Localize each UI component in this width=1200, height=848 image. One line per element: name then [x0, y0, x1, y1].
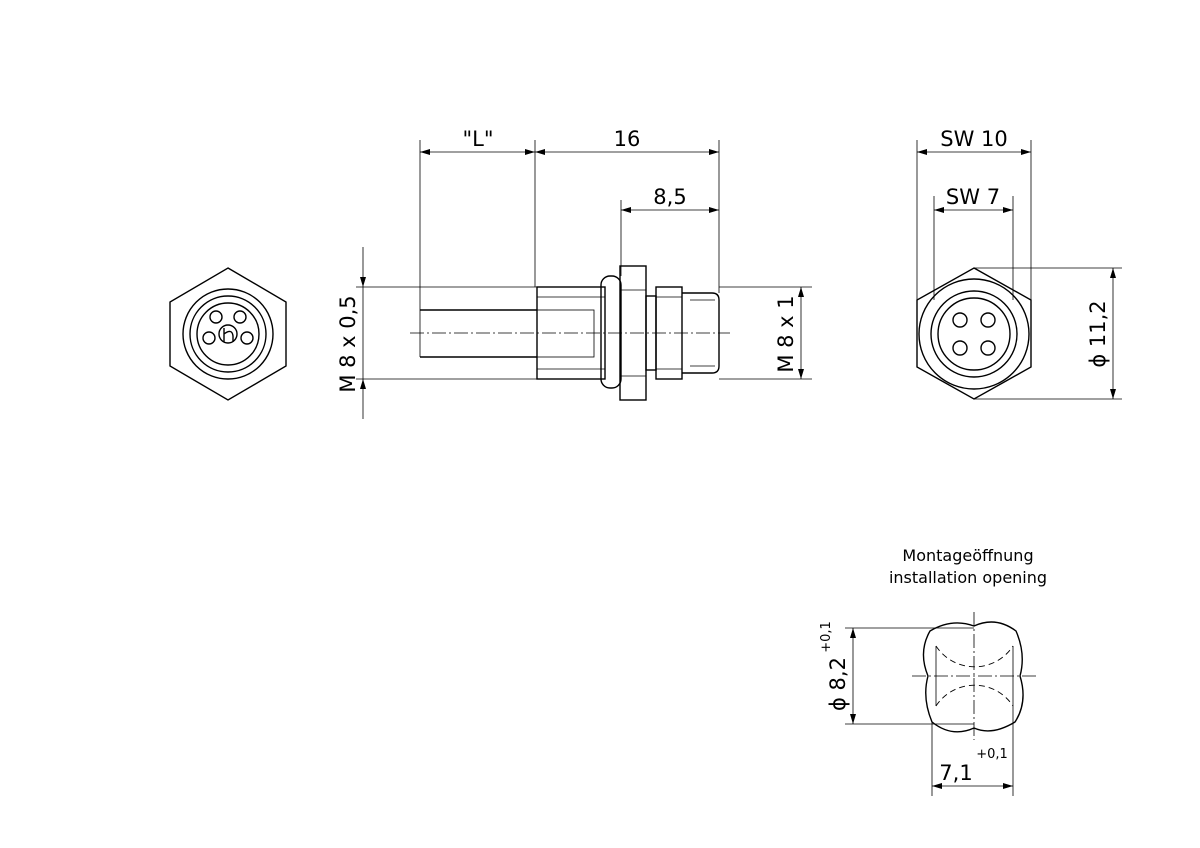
dimension-opening-flat: 7,1 +0,1: [932, 747, 1013, 789]
dimension-connector-thread: M 8 x 1: [774, 287, 804, 379]
label-opening-diameter: ϕ 8,2: [826, 657, 850, 711]
label-opening-flat: 7,1: [939, 761, 972, 785]
dimension-wrench-small: SW 7: [934, 185, 1013, 213]
opening-extension-lines: [845, 627, 1014, 796]
label-thread-length: 8,5: [653, 185, 686, 209]
dimension-opening-diameter: ϕ 8,2 +0,1: [819, 621, 856, 724]
side-view-connector: [410, 265, 730, 401]
label-length-L: "L": [462, 127, 493, 151]
dimension-body-length: 16: [535, 127, 719, 155]
label-body-length: 16: [614, 127, 641, 151]
dimension-length-L: "L": [420, 127, 535, 155]
note-opening-en: installation opening: [889, 568, 1047, 587]
dimension-panel-thread: M 8 x 0,5: [336, 247, 366, 419]
label-opening-diameter-tol: +0,1: [819, 621, 834, 653]
dimension-diameter-flange: ϕ 11,2: [1086, 268, 1116, 399]
front-view-socket: [169, 267, 287, 401]
label-opening-flat-tol: +0,1: [976, 747, 1008, 762]
dimension-wrench-large: SW 10: [917, 127, 1031, 155]
rear-view-extension-lines: [916, 140, 1122, 400]
label-connector-thread: M 8 x 1: [774, 295, 798, 372]
side-view-extension-lines: [356, 140, 812, 380]
dimension-thread-length: 8,5: [621, 185, 719, 213]
note-opening-de: Montageöffnung: [902, 546, 1033, 565]
label-wrench-large: SW 10: [940, 127, 1008, 151]
label-wrench-small: SW 7: [946, 185, 1000, 209]
label-panel-thread: M 8 x 0,5: [336, 295, 360, 392]
label-diameter-flange: ϕ 11,2: [1086, 300, 1110, 367]
installation-opening-shape: [912, 612, 1036, 740]
